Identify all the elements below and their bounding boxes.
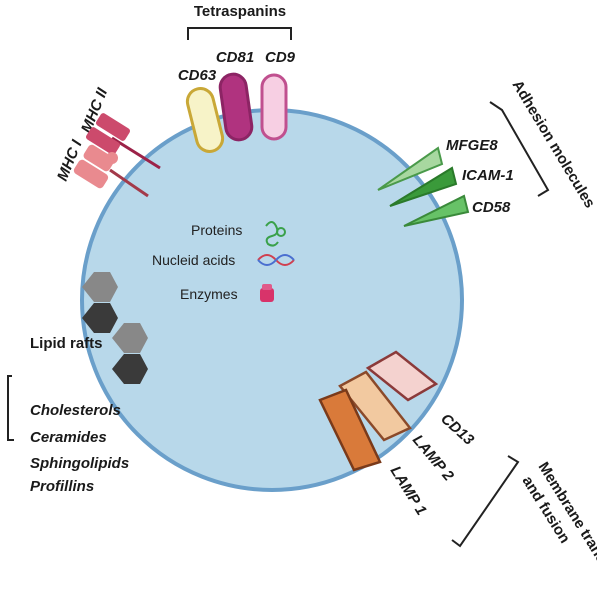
- membrane-bracket: [451, 455, 520, 548]
- lipid-rafts-title: Lipid rafts: [30, 335, 103, 352]
- nucleic-acids-label: Nucleid acids: [152, 252, 235, 268]
- contents-group: Proteins Nucleid acids Enzymes: [152, 221, 295, 302]
- cd9-protein: [260, 73, 288, 141]
- icam1-label: ICAM-1: [462, 167, 514, 184]
- sphingolipids-label: Sphingolipids: [30, 455, 129, 472]
- lamp2-label: LAMP 2: [409, 432, 457, 485]
- cd58-protein: [403, 194, 470, 227]
- hexagon-4: [112, 354, 148, 384]
- adhesion-bracket: [489, 101, 550, 197]
- lamp2-protein: [338, 370, 412, 442]
- protein-icon: [265, 221, 286, 247]
- lipid-rafts-group: Lipid rafts Cholesterols Ceramides Sphin…: [7, 272, 148, 495]
- enzymes-label: Enzymes: [180, 286, 238, 302]
- mfge8-label: MFGE8: [446, 137, 498, 154]
- mhc-ii-molecule: [86, 113, 161, 170]
- cd81-label: CD81: [216, 49, 254, 66]
- cd13-protein: [365, 350, 439, 402]
- cd63-protein: [185, 87, 225, 153]
- cholesterols-label: Cholesterols: [30, 402, 121, 419]
- cd9-label: CD9: [265, 49, 296, 66]
- tetraspanins-group: Tetraspanins CD63 CD81 CD9: [178, 3, 296, 153]
- proteins-label: Proteins: [191, 222, 242, 238]
- tetraspanins-bracket: [187, 27, 292, 40]
- mfge8-protein: [377, 146, 444, 191]
- enzyme-icon: [260, 284, 274, 302]
- cd13-label: CD13: [437, 410, 477, 449]
- tetraspanins-title: Tetraspanins: [194, 3, 286, 20]
- lipid-bracket: [7, 375, 14, 441]
- cd58-label: CD58: [472, 199, 511, 216]
- icam1-protein: [389, 166, 458, 207]
- hexagon-2: [82, 303, 118, 333]
- ceramides-label: Ceramides: [30, 429, 107, 446]
- dna-icon: [257, 254, 295, 266]
- lamp1-label: LAMP 1: [387, 463, 430, 518]
- hexagon-3: [112, 323, 148, 353]
- membrane-transport-group: CD13 LAMP 2 LAMP 1 Membrane transport an…: [318, 350, 597, 591]
- cd63-label: CD63: [178, 67, 217, 84]
- lamp1-protein: [318, 388, 382, 472]
- profillins-label: Profillins: [30, 478, 94, 495]
- cd81-protein: [218, 72, 254, 142]
- mhc-i-molecule: [73, 144, 149, 198]
- hexagon-1: [82, 272, 118, 302]
